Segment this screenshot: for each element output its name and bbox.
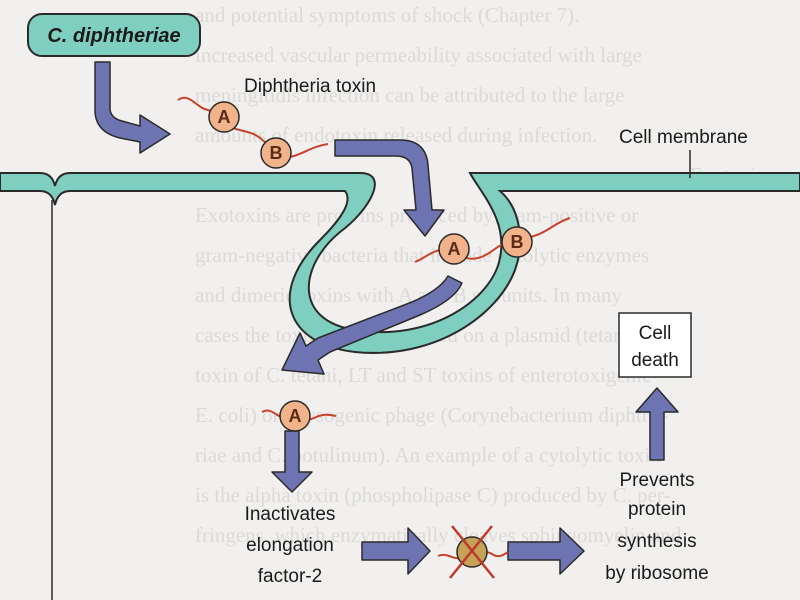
process-arrows	[94, 61, 679, 575]
background-text-line: riae and C. botulinum). An example of a …	[195, 443, 661, 467]
arrow-to-prevents	[507, 527, 585, 575]
toxin-string-2	[414, 217, 571, 263]
arrow-to-inactivate	[271, 430, 313, 493]
background-text-line: gram-negative bacteria that include cyto…	[195, 243, 649, 267]
toxin-subunit-a-label: A	[218, 107, 231, 127]
prevents-line-1: Prevents	[620, 470, 695, 491]
arrow-organism-to-toxin	[94, 61, 171, 154]
background-text-line: increased vascular permeability associat…	[195, 43, 642, 67]
organism-box: C. diphtheriae	[27, 13, 201, 57]
cell-death-line-2: death	[631, 350, 679, 371]
arrow-release-a	[281, 275, 463, 375]
toxin-subunit-a-ball	[208, 101, 240, 133]
cell-death-line-1: Cell	[639, 323, 672, 344]
inactivated-ef2	[437, 525, 509, 579]
inactivates-line-3: factor-2	[258, 566, 322, 587]
background-text-line: toxin of C. tetani, LT and ST toxins of …	[195, 363, 651, 387]
arrow-into-vesicle	[334, 139, 445, 237]
toxin-subunit-b-label: B	[270, 143, 283, 163]
background-text-line: meningitidis infection can be attributed…	[195, 83, 624, 107]
prevents-label: Prevents protein synthesis by ribosome	[605, 470, 709, 584]
prevents-line-3: synthesis	[617, 531, 696, 552]
inactivates-line-1: Inactivates	[245, 504, 336, 525]
background-text-line: fringens, which enzymatically cleaves sp…	[195, 523, 682, 547]
x-mark-line-1	[451, 525, 495, 579]
background-text-line: is the alpha toxin (phospholipase C) pro…	[195, 483, 670, 507]
organism-label: C. diphtheriae	[47, 25, 180, 47]
cell-death-box: Cell death	[618, 312, 692, 378]
vesicle-subunit-b-ball	[501, 226, 533, 258]
toxin-string-1	[177, 96, 329, 158]
background-text-line: and potential symptoms of shock (Chapter…	[195, 3, 579, 27]
subunit-a-released: A	[261, 400, 337, 432]
x-mark-line-2	[449, 525, 493, 579]
toxin-subunit-b-ball	[260, 137, 292, 169]
arrow-to-cell-death	[635, 387, 679, 461]
membrane-label: Cell membrane	[619, 127, 748, 148]
toxin-label: Diphtheria toxin	[244, 76, 376, 97]
prevents-line-2: protein	[628, 499, 686, 520]
vesicle-subunit-a-ball	[438, 233, 470, 265]
cell-membrane	[0, 172, 800, 354]
vesicle-subunit-b-label: B	[511, 232, 524, 252]
released-subunit-a-ball	[279, 400, 311, 432]
inactivates-line-2: elongation	[246, 535, 334, 556]
released-subunit-a-label: A	[289, 406, 302, 426]
arrow-to-ef2	[361, 527, 431, 575]
toxin-outside: A B	[177, 96, 329, 169]
vesicle-subunit-a-label: A	[448, 239, 461, 259]
toxin-in-vesicle: A B	[414, 217, 571, 265]
background-text-line: E. coli) or a lysogenic phage (Corynebac…	[195, 403, 669, 427]
inactivates-label: Inactivates elongation factor-2	[245, 504, 336, 587]
prevents-line-4: by ribosome	[605, 563, 709, 584]
